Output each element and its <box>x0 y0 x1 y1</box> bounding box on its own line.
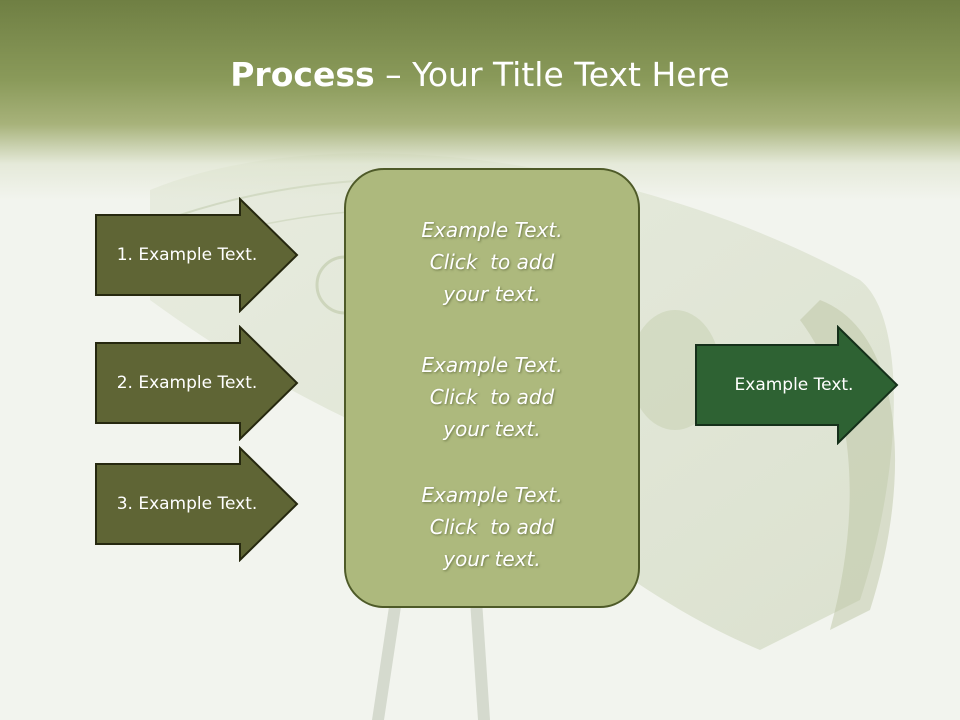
center-text-box[interactable]: Example Text. Click to add your text. Ex… <box>344 168 640 608</box>
center-text-block-3: Example Text. Click to add your text. <box>346 479 638 575</box>
center-block-2-line-1: Example Text. <box>421 353 563 377</box>
center-text-block-2: Example Text. Click to add your text. <box>346 349 638 445</box>
center-text-block-1: Example Text. Click to add your text. <box>346 214 638 310</box>
center-block-1-line-2: Click to add <box>429 250 555 274</box>
arrow-right-icon <box>95 446 299 562</box>
center-block-3-line-1: Example Text. <box>421 483 563 507</box>
title-rest: – Your Title Text Here <box>374 55 730 94</box>
left-arrow-2[interactable]: 2. Example Text. <box>94 325 300 441</box>
center-block-1-line-1: Example Text. <box>421 218 563 242</box>
arrow-right-icon <box>695 325 899 445</box>
center-block-1-line-3: your text. <box>443 282 541 306</box>
center-block-3-line-2: Click to add <box>429 515 555 539</box>
left-arrow-3-label: 3. Example Text. <box>116 494 258 514</box>
left-arrow-2-label: 2. Example Text. <box>116 373 258 393</box>
center-block-2-line-2: Click to add <box>429 385 555 409</box>
arrow-right-icon <box>95 197 299 313</box>
center-block-2-line-3: your text. <box>443 417 541 441</box>
title-bold: Process <box>230 55 375 94</box>
arrow-right-icon <box>95 325 299 441</box>
left-arrow-3[interactable]: 3. Example Text. <box>94 446 300 562</box>
left-arrow-1-label: 1. Example Text. <box>116 245 258 265</box>
left-arrow-1[interactable]: 1. Example Text. <box>94 197 300 313</box>
center-block-3-line-3: your text. <box>443 547 541 571</box>
slide-title: Process – Your Title Text Here <box>0 50 960 100</box>
header-band <box>0 0 960 200</box>
right-arrow[interactable]: Example Text. <box>694 325 900 445</box>
right-arrow-label: Example Text. <box>734 375 854 395</box>
